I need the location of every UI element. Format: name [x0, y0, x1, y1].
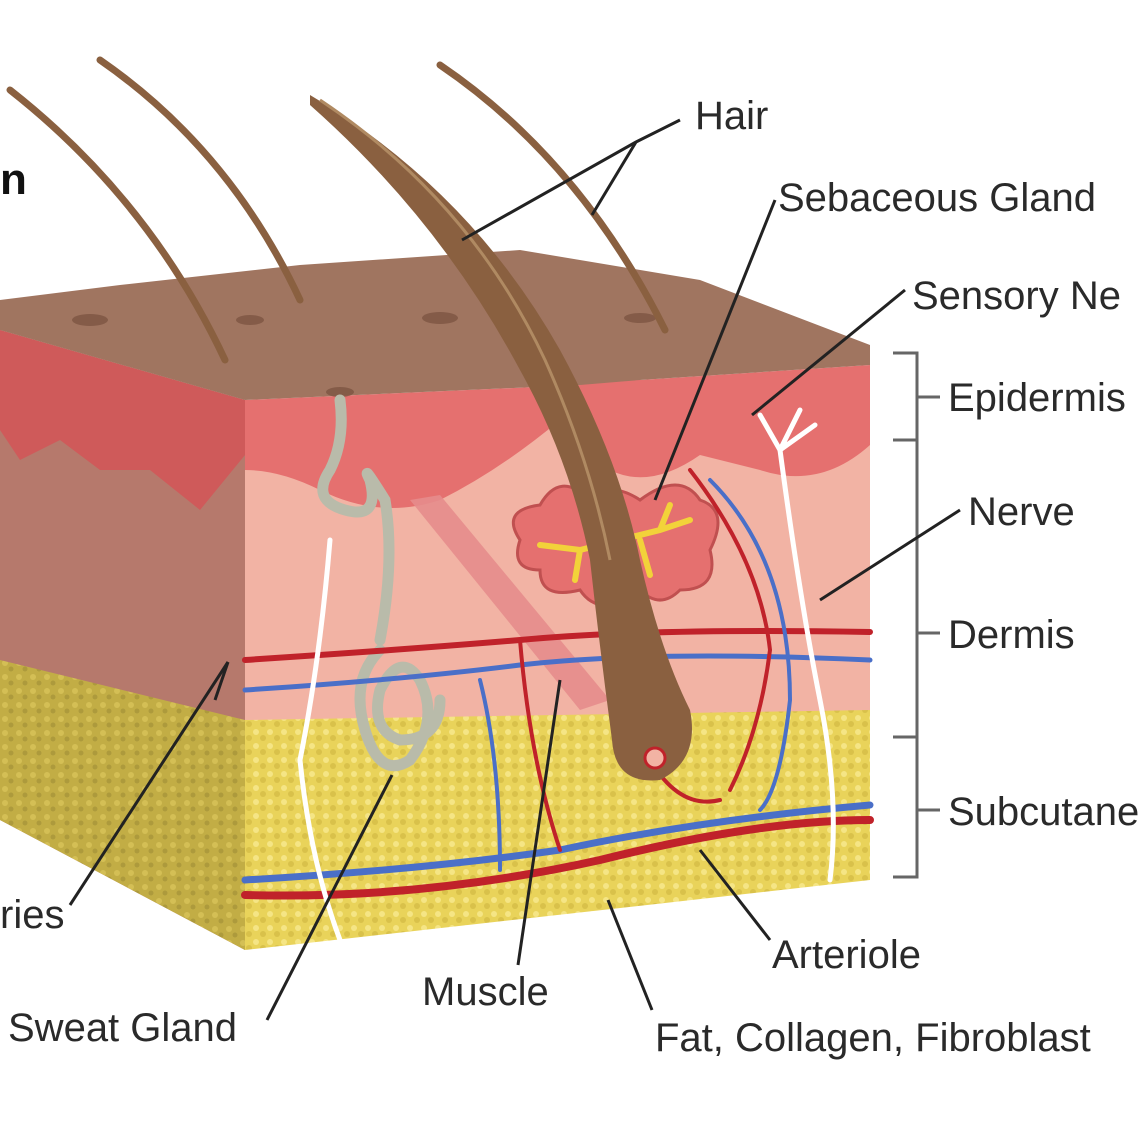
label-dermis: Dermis [948, 613, 1075, 657]
hair-shafts [6, 56, 669, 364]
label-arteriole: Arteriole [772, 933, 921, 977]
layer-bracket [893, 351, 940, 879]
label-hair: Hair [695, 94, 769, 138]
label-sweat-gland: Sweat Gland [8, 1006, 238, 1050]
left-side-face [0, 330, 245, 950]
sweat-gland [317, 394, 446, 772]
blood-vessels [241, 468, 874, 900]
label-subcutaneous: Subcutane [948, 790, 1140, 834]
title-fragment: n [0, 155, 27, 204]
nerves [297, 407, 836, 943]
arrector-pili-muscle [410, 495, 610, 710]
leader-lines [68, 118, 961, 1021]
label-capillaries: ries [0, 893, 65, 937]
label-sensory-nerve: Sensory Ne [912, 274, 1121, 318]
label-muscle: Muscle [422, 970, 549, 1014]
label-sebaceous-gland: Sebaceous Gland [778, 176, 1097, 220]
label-nerve: Nerve [968, 490, 1075, 534]
surface-pores [72, 312, 656, 397]
epidermis-layer [245, 365, 870, 508]
skin-surface [0, 250, 870, 400]
label-fat-collagen-fibroblast: Fat, Collagen, Fibroblast [655, 1016, 1091, 1060]
label-epidermis: Epidermis [948, 376, 1126, 420]
main-hair-follicle [310, 95, 692, 781]
